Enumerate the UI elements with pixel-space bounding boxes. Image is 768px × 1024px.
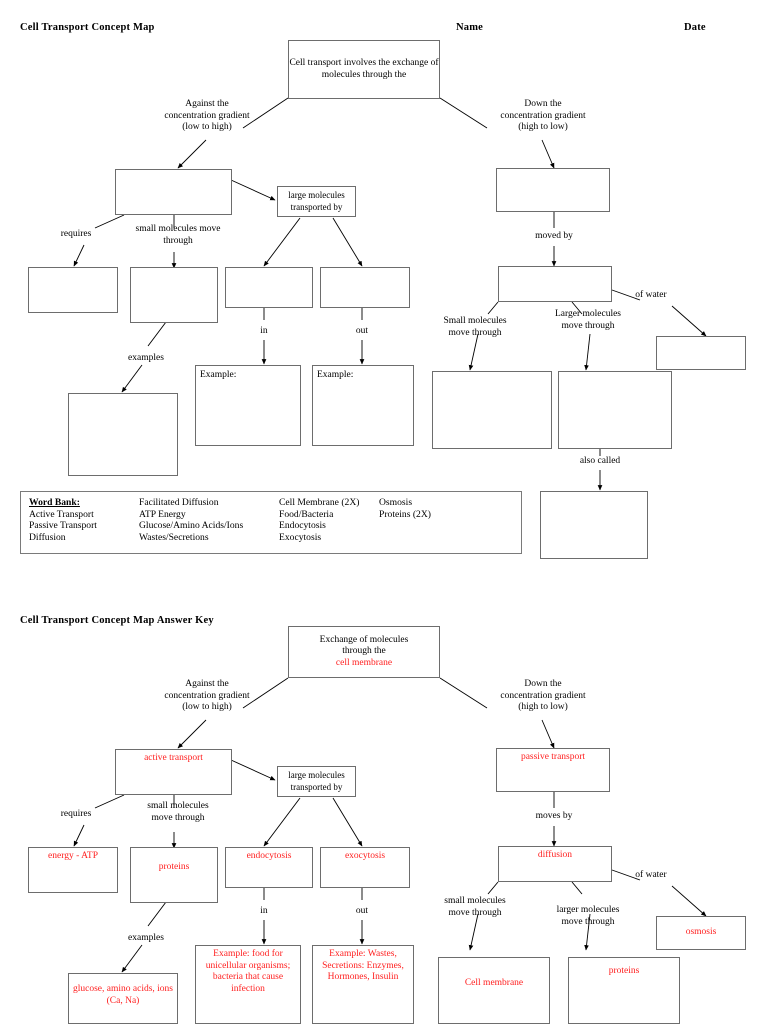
word-bank-item: Facilitated Diffusion (139, 497, 219, 508)
answer-against-gradient-label: Against the concentration gradient (low … (164, 679, 250, 712)
answer-active-transport-box[interactable]: active transport (115, 749, 232, 795)
word-bank-item: ATP Energy (139, 508, 186, 520)
small-molecules-move-through-label: Small molecules move through (443, 316, 507, 338)
word-bank: Word Bank: Active Transport Passive Tran… (20, 491, 522, 554)
requires-label: requires (60, 229, 92, 239)
word-bank-item: Diffusion (29, 531, 66, 543)
word-bank-item: Wastes/Secretions (139, 531, 209, 543)
example-out-box[interactable]: Example: (312, 365, 414, 446)
answer-example-in-box[interactable]: Example: food for unicellular organisms;… (195, 945, 301, 1024)
answer-examples-label: examples (128, 933, 164, 943)
answer-of-water-label: of water (635, 870, 667, 880)
root-concept-text: Cell transport involves the exchange of … (289, 58, 439, 80)
answer-root-concept-box[interactable]: Exchange of molecules through the cell m… (288, 626, 440, 678)
small-molecules-answer-box[interactable] (130, 267, 218, 323)
requires-answer-box[interactable] (28, 267, 118, 313)
word-bank-col-1: Facilitated Diffusion ATP Energy Glucose… (139, 497, 279, 543)
answer-diffusion-box[interactable]: diffusion (498, 846, 612, 882)
answer-proteins-box[interactable]: proteins (130, 847, 218, 903)
answer-energy-atp-box[interactable]: energy - ATP (28, 847, 118, 893)
exocytosis-answer-box[interactable] (320, 267, 410, 308)
word-bank-item: Active Transport (29, 508, 94, 520)
examples-label: examples (128, 353, 164, 363)
answer-small-molecules-move-through-label: small molecules move through (444, 896, 506, 918)
endocytosis-answer-box[interactable] (225, 267, 313, 308)
word-bank-item: Cell Membrane (2X) (279, 497, 360, 508)
answer-root-line1: Exchange of molecules (319, 634, 409, 645)
of-water-label: of water (635, 290, 667, 300)
osmosis-answer-box[interactable] (656, 336, 746, 370)
answer-down-gradient-label: Down the concentration gradient (high to… (500, 679, 586, 712)
moved-by-label: moved by (535, 231, 573, 241)
in-label: in (260, 326, 268, 336)
answer-root-line2: through the (342, 646, 386, 657)
answer-moves-by-label: moves by (535, 811, 573, 821)
word-bank-item: Exocytosis (279, 531, 322, 543)
example-in-box[interactable]: Example: (195, 365, 301, 446)
word-bank-item: Glucose/Amino Acids/Ions (139, 520, 244, 532)
answer-exocytosis-box[interactable]: exocytosis (320, 847, 410, 888)
answer-larger-molecules-move-through-label: larger molecules move through (556, 905, 620, 927)
down-gradient-label: Down the concentration gradient (high to… (500, 99, 586, 132)
proteins-answer-box[interactable] (558, 371, 672, 449)
answer-in-label: in (260, 906, 268, 916)
answer-endocytosis-box[interactable]: endocytosis (225, 847, 313, 888)
answer-proteins-bottom-box[interactable]: proteins (568, 957, 680, 1024)
also-called-label: also called (579, 456, 621, 466)
larger-molecules-move-through-label: Larger molecules move through (554, 309, 622, 331)
answer-cell-membrane-box[interactable]: Cell membrane (438, 957, 550, 1024)
passive-transport-answer-box[interactable] (496, 168, 610, 212)
diffusion-answer-box[interactable] (498, 266, 612, 302)
answer-key-title: Cell Transport Concept Map Answer Key (20, 615, 214, 626)
word-bank-item: Proteins (2X) (379, 508, 431, 520)
answer-large-molecules-transported-box[interactable]: large molecules transported by (277, 766, 356, 797)
examples-answer-box[interactable] (68, 393, 178, 476)
answer-examples-box[interactable]: glucose, amino acids, ions (Ca, Na) (68, 973, 178, 1024)
also-called-answer-box[interactable] (540, 491, 648, 559)
word-bank-col-3: Osmosis Proteins (2X) (379, 497, 469, 543)
answer-small-molecules-move-label: small molecules move through (147, 801, 209, 823)
answer-root-line3: cell membrane (335, 657, 393, 668)
word-bank-item: Passive Transport (29, 520, 97, 532)
name-label: Name (456, 22, 484, 33)
cell-membrane-answer-box[interactable] (432, 371, 552, 449)
date-label: Date (684, 22, 706, 33)
word-bank-item: Osmosis (379, 497, 413, 508)
large-molecules-transported-box[interactable]: large molecules transported by (277, 186, 356, 217)
active-transport-answer-box[interactable] (115, 169, 232, 215)
against-gradient-label: Against the concentration gradient (low … (164, 99, 250, 132)
word-bank-title: Word Bank: (29, 497, 80, 508)
answer-osmosis-box[interactable]: osmosis (656, 916, 746, 950)
out-label: out (355, 326, 369, 336)
answer-example-out-box[interactable]: Example: Wastes, Secretions: Enzymes, Ho… (312, 945, 414, 1024)
word-bank-item: Food/Bacteria (279, 508, 334, 520)
word-bank-col-0: Word Bank: Active Transport Passive Tran… (29, 497, 139, 543)
answer-out-label: out (355, 906, 369, 916)
answer-requires-label: requires (60, 809, 92, 819)
root-concept-box[interactable]: Cell transport involves the exchange of … (288, 40, 440, 99)
word-bank-col-2: Cell Membrane (2X) Food/Bacteria Endocyt… (279, 497, 379, 543)
answer-passive-transport-box[interactable]: passive transport (496, 748, 610, 792)
small-molecules-move-label: small molecules move through (135, 224, 221, 246)
page-title: Cell Transport Concept Map (20, 22, 155, 33)
word-bank-item: Endocytosis (279, 520, 326, 532)
answer-root-text: Exchange of molecules through the cell m… (289, 635, 439, 670)
